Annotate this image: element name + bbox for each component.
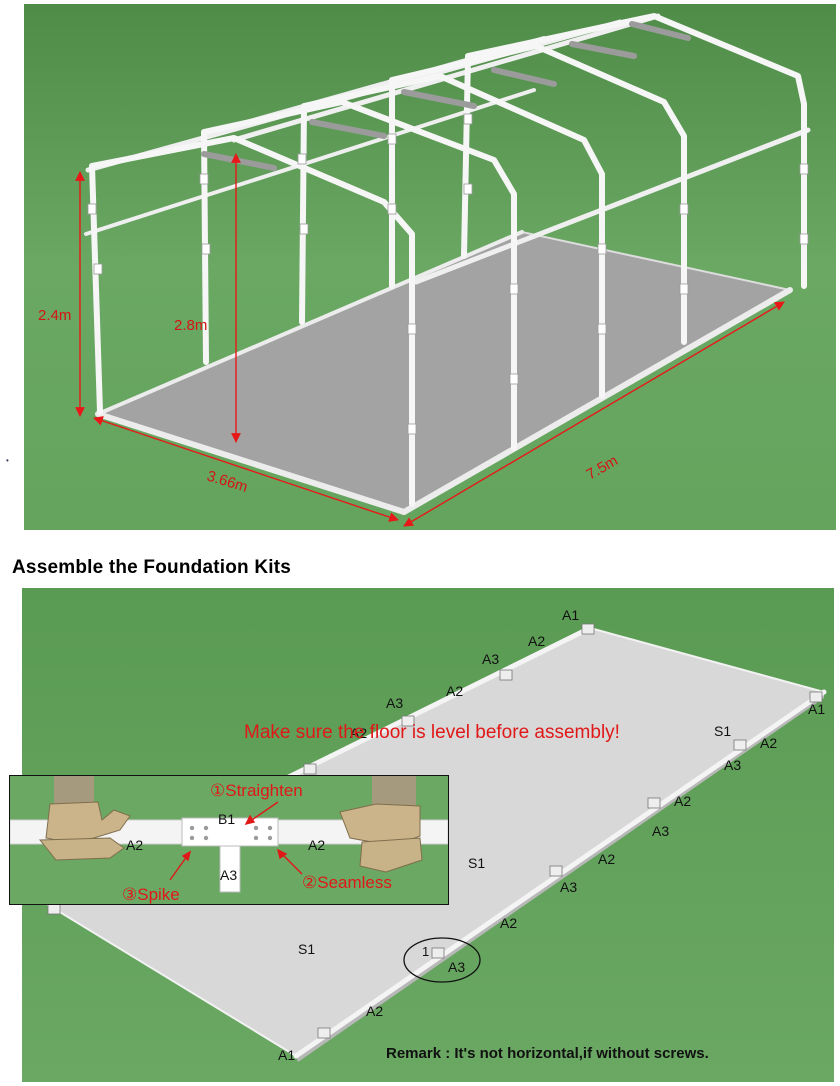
label-a3-top: A3 [482, 651, 499, 667]
callout-ellipse [403, 937, 481, 983]
label-a3-right-3: A3 [560, 879, 577, 895]
inset-step-straighten: ①Straighten [210, 781, 303, 800]
label-a2-right-2: A2 [674, 793, 691, 809]
label-a2-top: A2 [528, 633, 545, 649]
inset-label-b1: B1 [218, 811, 235, 827]
label-a2-left: A2 [350, 725, 367, 741]
label-a1-right: A1 [808, 701, 825, 717]
label-a2-right-4: A2 [500, 915, 517, 931]
dimension-lines [75, 153, 785, 527]
frame-diagram-panel: 2.4m 2.8m 3.66m 7.5m [24, 4, 836, 530]
detail-inset: ①Straighten B1 A2 A2 A3 ②Seamless ③Spike [9, 775, 449, 905]
label-a2-bottom: A2 [366, 1003, 383, 1019]
label-a2-mid: A2 [446, 683, 463, 699]
length-line [403, 301, 785, 527]
label-a3-right-1: A3 [724, 757, 741, 773]
section-heading: Assemble the Foundation Kits [12, 557, 292, 578]
inset-step-spike: ③Spike [122, 885, 180, 904]
right-boot [339, 776, 423, 873]
inset-b1-plate [181, 817, 279, 847]
label-a3-right-2: A3 [652, 823, 669, 839]
width-line [93, 416, 399, 522]
ridge-braces [201, 21, 691, 171]
inset-a3-post [219, 845, 241, 893]
rail-connectors [47, 623, 823, 1039]
frame-diagram: 2.4m 2.8m 3.66m 7.5m [24, 4, 836, 530]
level-warning: Make sure the floor is level before asse… [244, 722, 620, 743]
detail-inset-drawing: ①Straighten B1 A2 A2 A3 ②Seamless ③Spike [10, 776, 448, 904]
inset-step-seamless: ②Seamless [302, 873, 392, 892]
left-boot [38, 776, 131, 861]
label-s1-right: S1 [714, 723, 731, 739]
inset-label-a3: A3 [220, 867, 237, 883]
height-peak-label: 2.8m [174, 317, 207, 334]
label-s1-center: S1 [468, 855, 485, 871]
label-a2-right-1: A2 [760, 735, 777, 751]
remark-note: Remark : It's not horizontal,if without … [386, 1045, 709, 1062]
label-a1-bottom: A1 [278, 1047, 295, 1063]
label-s1-left: S1 [298, 941, 315, 957]
inset-label-a2-left: A2 [126, 837, 143, 853]
inset-bolt-holes [189, 825, 273, 841]
height-side-label: 2.4m [38, 307, 71, 324]
inset-label-a2-right: A2 [308, 837, 325, 853]
callout-number: 1 [422, 944, 429, 959]
label-a3-mid: A3 [386, 695, 403, 711]
stray-mark: • [6, 456, 9, 465]
label-a1-top: A1 [562, 607, 579, 623]
label-a2-right-3: A2 [598, 851, 615, 867]
label-a3-right-4: A3 [448, 959, 465, 975]
inset-arrows [169, 801, 303, 881]
